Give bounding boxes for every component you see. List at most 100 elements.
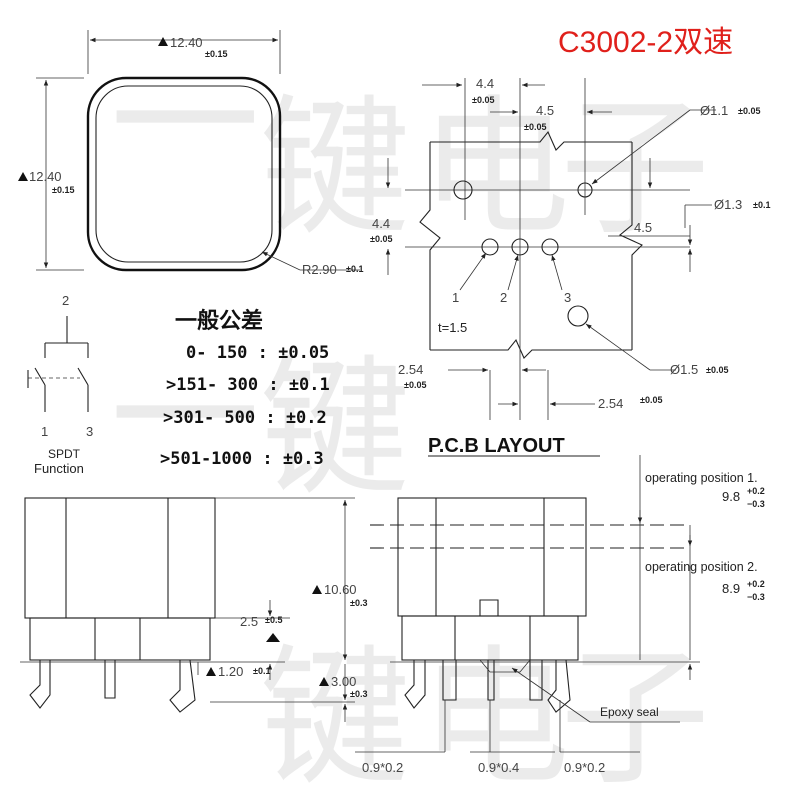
side-step-tol: ±0.5 [265, 615, 282, 625]
pcb-dim-top-b-tol: ±0.05 [524, 122, 546, 132]
hole-a-tol: ±0.05 [738, 106, 760, 116]
top-view: 12.40 ±0.15 12.40 ±0.15 R2.90 ±0.1 [18, 30, 363, 277]
pcb-pin-label-1: 1 [452, 290, 459, 305]
side-base [29, 617, 211, 661]
hole-a-label: Ø1.1 [700, 103, 728, 118]
mount-hole-right [577, 182, 593, 198]
side-lead-dim: 3.00 [331, 674, 356, 689]
watermark-char-2: 键 [260, 82, 410, 256]
epoxy-seal-label: Epoxy seal [600, 705, 659, 719]
watermark-char-3: 电 [420, 82, 570, 256]
op-position-1-value: 9.8 [722, 489, 740, 504]
triangle-mark-icon [312, 585, 322, 594]
general-tolerance: 一般公差 0- 150 : ±0.05 >151- 300 : ±0.1 >30… [160, 308, 330, 469]
pcb-dim-top-a: 4.4 [476, 76, 494, 91]
hole-b-tol: ±0.1 [753, 200, 770, 210]
top-height-dim: 12.40 [29, 169, 62, 184]
side-view-right: operating position 1. 9.8 +0.2 −0.3 oper… [370, 455, 765, 723]
side-height-tol: ±0.3 [350, 598, 367, 608]
pcb-dim-right: 4.5 [634, 220, 652, 235]
watermark-char-9: 子 [560, 632, 710, 800]
hole-b-label: Ø1.3 [714, 197, 742, 212]
pin-dim-left: 0.9*0.2 [362, 760, 403, 775]
op-base [401, 615, 579, 661]
pcb-pin-label-3: 3 [564, 290, 571, 305]
side-lead-mid [104, 660, 116, 699]
pin-hole-2 [511, 238, 529, 256]
pcb-layout: 4.4 ±0.05 4.5 ±0.05 4.4 ±0.05 4.5 Ø1.1 ±… [370, 76, 770, 457]
pcb-pitch-right-tol: ±0.05 [640, 395, 662, 405]
triangle-mark-icon [206, 667, 216, 676]
top-width-tol: ±0.15 [205, 49, 227, 59]
side-height-dim: 10.60 [324, 582, 357, 597]
op-position-2-tol-plus: +0.2 [747, 579, 765, 589]
pin-dimensions: 0.9*0.2 0.9*0.4 0.9*0.2 [355, 700, 640, 775]
op-position-2-value: 8.9 [722, 581, 740, 596]
pin-hole-1 [481, 238, 499, 256]
triangle-mark-icon [158, 37, 168, 46]
op-lead-1 [442, 660, 457, 701]
watermark-char-5: 一 [110, 332, 260, 506]
op-lead-left [404, 660, 426, 709]
side-pcb-gap-dim: 1.20 [218, 664, 243, 679]
op-body [397, 497, 587, 617]
pcb-pitch-left-tol: ±0.05 [404, 380, 426, 390]
side-lead-left [29, 660, 51, 709]
op-position-2-label: operating position 2. [645, 560, 758, 574]
schematic-pin-2: 2 [62, 293, 69, 308]
pcb-dim-left: 4.4 [372, 216, 390, 231]
pcb-dim-top-b: 4.5 [536, 103, 554, 118]
locator-hole [567, 305, 589, 327]
side-body [24, 497, 216, 619]
watermark-char-7: 键 [260, 632, 410, 800]
triangle-mark-icon [266, 633, 280, 642]
mount-hole-left [453, 180, 473, 200]
pcb-layout-heading: P.C.B LAYOUT [428, 435, 565, 457]
watermark: 一 键 电 子 一 键 键 电 子 [110, 37, 710, 800]
op-lead-right [547, 659, 571, 713]
schematic-pin-3: 3 [86, 424, 93, 439]
page-title: C3002-2双速 [558, 26, 733, 59]
pcb-pin-label-2: 2 [500, 290, 507, 305]
op-lead-2 [487, 660, 495, 701]
radius-tol: ±0.1 [346, 264, 363, 274]
top-view-inner [95, 85, 273, 263]
triangle-mark-icon [18, 172, 28, 181]
pcb-dim-left-tol: ±0.05 [370, 234, 392, 244]
op-position-1-tol-minus: −0.3 [747, 499, 765, 509]
triangle-mark-icon [319, 677, 329, 686]
side-lead-tol: ±0.3 [350, 689, 367, 699]
tolerance-row-3: >301- 500 : ±0.2 [163, 408, 327, 428]
pin-hole-3 [541, 238, 559, 256]
side-lead-right [169, 659, 196, 713]
tolerance-row-2: >151- 300 : ±0.1 [166, 375, 330, 395]
op-position-2-tol-minus: −0.3 [747, 592, 765, 602]
side-pcb-gap-tol: ±0.1 [253, 666, 270, 676]
spdt-schematic: 2 1 3 SPDT Function [27, 293, 93, 476]
top-height-tol: ±0.15 [52, 185, 74, 195]
pcb-dim-top-a-tol: ±0.05 [472, 95, 494, 105]
schematic-caption-spdt: SPDT [48, 447, 81, 461]
tolerance-row-4: >501-1000 : ±0.3 [160, 449, 324, 469]
tolerance-title: 一般公差 [175, 308, 263, 334]
op-position-1-tol-plus: +0.2 [747, 486, 765, 496]
pcb-pitch-right: 2.54 [598, 396, 623, 411]
tolerance-row-1: 0- 150 : ±0.05 [186, 343, 329, 363]
epoxy-seal [479, 659, 531, 673]
pcb-thickness: t=1.5 [438, 320, 467, 335]
side-view-left: 10.60 ±0.3 2.5 ±0.5 1.20 ±0.1 3.00 ±0.3 [20, 497, 367, 722]
pin-dim-mid: 0.9*0.4 [478, 760, 519, 775]
watermark-char-6: 键 [260, 342, 410, 516]
top-width-dim: 12.40 [170, 35, 203, 50]
op-position-1-label: operating position 1. [645, 471, 758, 485]
hole-c-tol: ±0.05 [706, 365, 728, 375]
top-view-outer [86, 76, 282, 272]
watermark-char-1: 一 [110, 37, 260, 211]
hole-c-label: Ø1.5 [670, 362, 698, 377]
radius-label: R2.90 [302, 262, 337, 277]
side-step-dim: 2.5 [240, 614, 258, 629]
schematic-pin-1: 1 [41, 424, 48, 439]
pcb-pitch-left: 2.54 [398, 362, 423, 377]
